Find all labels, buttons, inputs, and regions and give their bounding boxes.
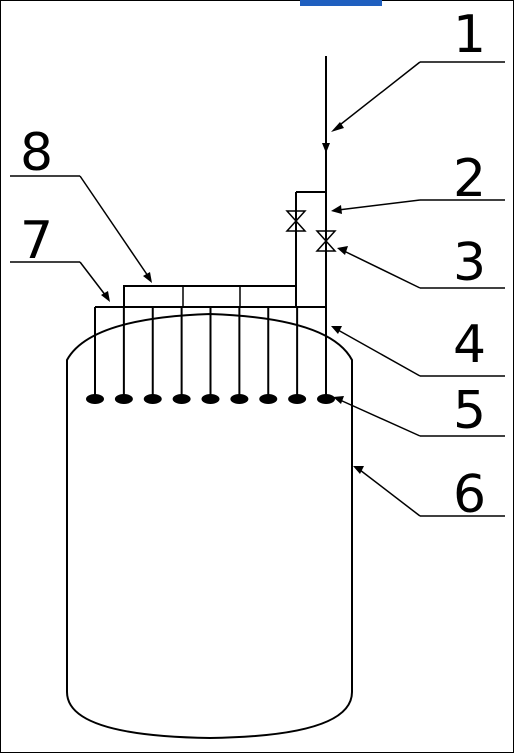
spray-nozzle: [317, 394, 335, 404]
nozzle-array: [86, 307, 335, 404]
label-3: 3: [453, 233, 486, 293]
label-6: 6: [453, 465, 486, 525]
spray-nozzle: [259, 394, 278, 404]
spray-nozzle: [201, 394, 220, 404]
spray-nozzle: [86, 394, 104, 404]
label-2: 2: [453, 149, 486, 209]
spray-nozzle: [143, 394, 162, 404]
label-8: 8: [20, 123, 53, 183]
main-valve: [315, 230, 337, 252]
branch-pipe: [295, 191, 326, 307]
label-5: 5: [453, 381, 486, 441]
top-color-bar: [300, 0, 382, 6]
spray-nozzle: [288, 394, 307, 404]
label-1: 1: [453, 5, 486, 65]
label-7: 7: [20, 211, 53, 271]
spray-nozzle: [114, 394, 133, 404]
branch-valve: [285, 210, 307, 232]
spray-nozzle: [172, 394, 191, 404]
label-4: 4: [453, 315, 486, 375]
tank-body: [66, 312, 353, 740]
spray-nozzle: [230, 394, 249, 404]
leader-lines: [10, 61, 505, 517]
